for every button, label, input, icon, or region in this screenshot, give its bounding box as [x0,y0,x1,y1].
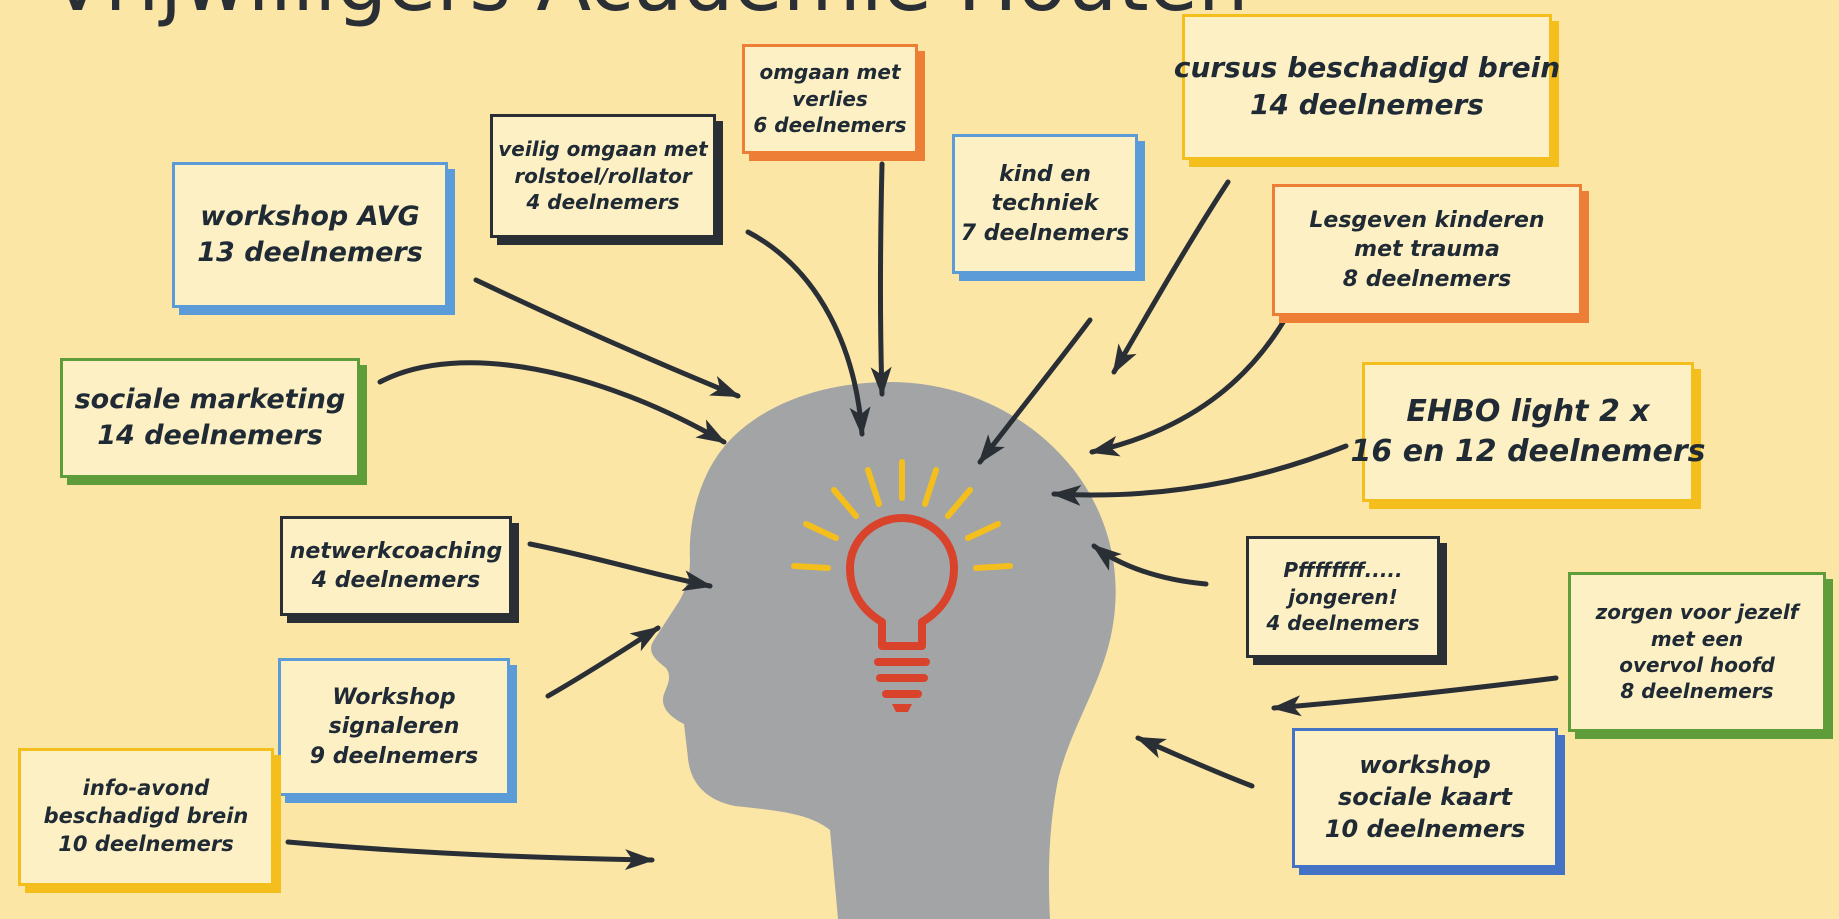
head-silhouette-icon [651,382,1116,919]
card-line: workshop [1359,751,1491,780]
card-line: met een [1650,626,1744,651]
card-beschadigd-brein: cursus beschadigd brein 14 deelnemers [1174,14,1560,160]
card-line: workshop AVG [200,201,420,233]
card-line: veilig omgaan met [498,137,708,162]
card-overvol-hoofd: zorgen voor jezelf met een overvol hoofd… [1568,572,1826,732]
card-line: Pffffffff..... [1283,558,1403,583]
card-count: 10 deelnemers [1324,814,1526,843]
card-jongeren: Pffffffff..... jongeren! 4 deelnemers [1246,536,1440,658]
card-line: Lesgeven kinderen [1309,208,1545,234]
card-line: sociale marketing [74,384,346,416]
card-line: rolstoel/rollator [514,163,692,188]
card-info-avond: info-avond beschadigd brein 10 deelnemer… [18,748,274,886]
card-line: met trauma [1354,237,1500,263]
card-line: verlies [792,86,868,111]
card-count: 13 deelnemers [197,237,423,268]
card-kind-techniek: kind en techniek 7 deelnemers [952,134,1138,274]
card-count: 9 deelnemers [309,743,479,769]
card-count: 6 deelnemers [753,113,907,138]
card-count: 4 deelnemers [311,568,481,593]
card-signaleren: Workshop signaleren 9 deelnemers [278,658,510,796]
card-count: 8 deelnemers [1620,679,1774,704]
card-line: netwerkcoaching [289,538,503,564]
card-count: 14 deelnemers [97,420,323,451]
card-count: 7 deelnemers [960,220,1130,246]
card-line: cursus beschadigd brein [1173,51,1561,85]
card-count: 14 deelnemers [1250,88,1484,121]
card-sociale-marketing: sociale marketing 14 deelnemers [60,358,360,478]
card-count: 16 en 12 deelnemers [1350,434,1706,469]
card-line: omgaan met [759,60,901,85]
card-trauma: Lesgeven kinderen met trauma 8 deelnemer… [1272,184,1582,316]
card-line: info-avond [82,776,210,801]
card-count: 10 deelnemers [58,831,234,856]
card-count: 4 deelnemers [526,190,680,215]
card-line: beschadigd brein [43,804,249,829]
card-line: signaleren [328,714,460,740]
card-netwerkcoaching: netwerkcoaching 4 deelnemers [280,516,512,616]
card-line: Workshop [332,685,456,711]
card-line: zorgen voor jezelf [1595,600,1799,625]
card-workshop-avg: workshop AVG 13 deelnemers [172,162,448,308]
card-line: kind en [999,162,1091,188]
card-rolstoel: veilig omgaan met rolstoel/rollator 4 de… [490,114,716,238]
card-sociale-kaart: workshop sociale kaart 10 deelnemers [1292,728,1558,868]
light-bulb-icon [791,459,1013,712]
card-line: sociale kaart [1338,783,1512,812]
page-title: Vrijwilligers Academie Houten [50,0,1249,28]
card-line: techniek [991,191,1099,217]
card-line: EHBO light 2 x [1406,394,1650,430]
card-line: jongeren! [1288,584,1398,609]
card-count: 8 deelnemers [1342,266,1512,292]
card-count: 4 deelnemers [1266,611,1420,636]
card-verlies: omgaan met verlies 6 deelnemers [742,44,918,154]
card-line: overvol hoofd [1619,653,1775,677]
card-ehbo: EHBO light 2 x 16 en 12 deelnemers [1351,362,1705,502]
arrows [285,161,1559,871]
